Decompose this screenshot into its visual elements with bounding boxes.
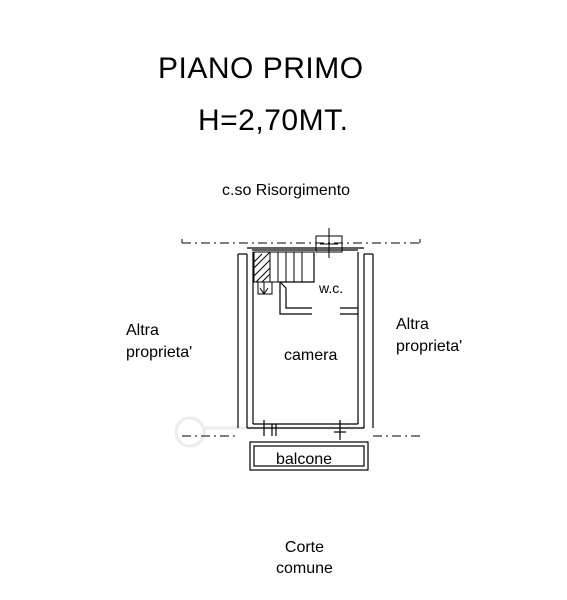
wc-label: w.c. [319,280,344,296]
chimney [315,228,343,258]
wc-room [279,252,358,315]
staircase [253,251,315,295]
balcone-label: balcone [276,451,333,468]
plan-title: PIANO PRIMO [158,52,364,85]
right-neighbor-line2: proprieta' [396,337,463,355]
camera-label: camera [284,347,338,364]
street-label: c.so Risorgimento [222,182,351,199]
ceiling-height: H=2,70MT. [198,104,349,137]
building-walls [237,247,374,440]
left-neighbor-line2: proprieta' [126,343,193,361]
street-boundary [181,239,421,244]
balcony [249,441,369,471]
left-neighbor-line1: Altra [126,322,159,339]
courtyard-line1: Corte [284,539,325,556]
courtyard-label: Corte comune [276,538,333,580]
left-neighbor-label: Altra proprieta' [126,320,192,363]
right-neighbor-label: Altra proprieta' [396,314,462,357]
right-neighbor-line1: Altra [396,316,429,333]
courtyard-line2: comune [276,559,333,577]
